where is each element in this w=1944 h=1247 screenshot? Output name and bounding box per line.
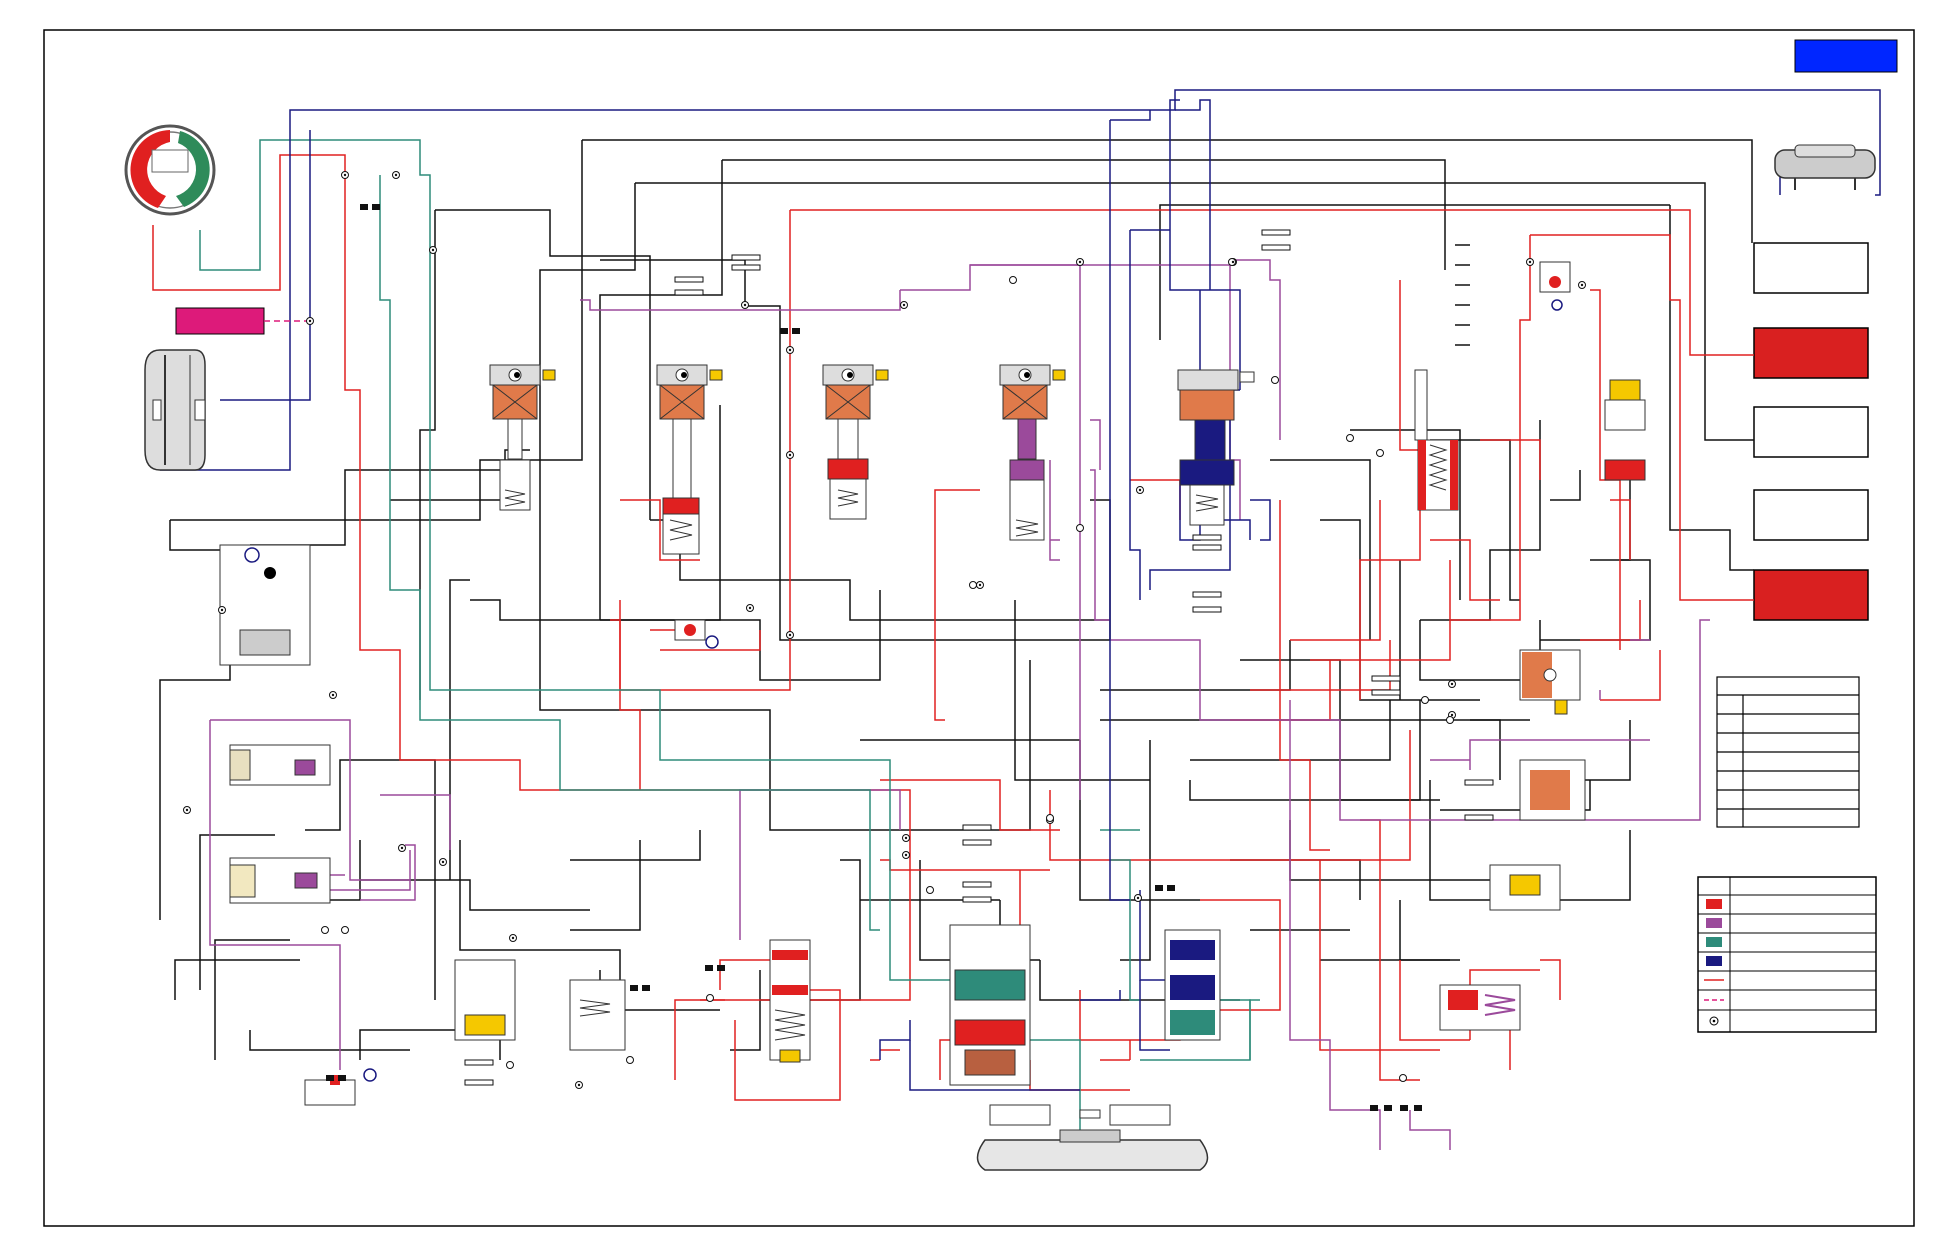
legend [1697, 876, 1877, 1033]
check-ball-2-icon [1539, 261, 1571, 311]
teal-purple-valve-icon [1164, 929, 1221, 1041]
magenta-box [175, 307, 265, 335]
left-valve-2-icon [229, 744, 331, 786]
legend-swatch-line [1706, 899, 1722, 909]
right-top-valve-icon [1604, 379, 1646, 481]
label-bars [464, 229, 1494, 1086]
bottom-left-valve-icon [454, 959, 516, 1041]
title-box [1794, 39, 1898, 73]
right-solenoid-1-icon [1519, 649, 1581, 715]
left-valve-1-icon [219, 544, 311, 666]
junction-nodes [183, 171, 1586, 1089]
left-valve-3-icon [229, 857, 331, 904]
tall-red-valve-icon [1414, 369, 1459, 511]
lines-teal [199, 139, 1260, 1130]
junction-dots [185, 173, 1584, 1087]
cooler-icon [1774, 144, 1876, 190]
solenoid-5-icon [1177, 369, 1255, 526]
red-spring-valve-icon [769, 939, 811, 1063]
output-box-2 [1753, 327, 1869, 379]
main-regulator-valve-icon [949, 924, 1031, 1086]
legend-swatch-node [1709, 1016, 1719, 1026]
output-box-1 [1753, 242, 1869, 294]
check-ball-icon [674, 619, 719, 649]
legend-swatch-lube [1706, 956, 1722, 966]
info-table [1716, 676, 1860, 828]
solenoid-2-icon [656, 364, 723, 555]
output-box-5 [1753, 569, 1869, 621]
solenoid-4-icon [999, 364, 1066, 541]
legend-swatch-regulated [1706, 918, 1722, 928]
right-bottom-valve-icon [1439, 984, 1521, 1031]
frame-border [43, 29, 1915, 1227]
orifice-markers [326, 204, 1422, 1111]
bottom-left-small-icon [304, 1068, 377, 1106]
solenoid-1-icon [489, 364, 556, 511]
lines-navy [160, 89, 1881, 1091]
output-box-4 [1753, 489, 1869, 541]
output-box-3 [1753, 406, 1869, 458]
gear-pump-icon [124, 124, 216, 216]
lines-black [159, 139, 1754, 1060]
solenoid-3-icon [822, 364, 889, 520]
lines-red [152, 154, 1754, 1101]
right-middle-valve-icon [1489, 864, 1561, 911]
legend-swatch-converter [1706, 937, 1722, 947]
tick-marks [1455, 244, 1470, 346]
torque-converter-icon [144, 349, 206, 471]
bottom-left-valve-2-icon [569, 979, 626, 1051]
servo-icon [976, 1104, 1209, 1171]
right-solenoid-2-icon [1519, 759, 1586, 821]
